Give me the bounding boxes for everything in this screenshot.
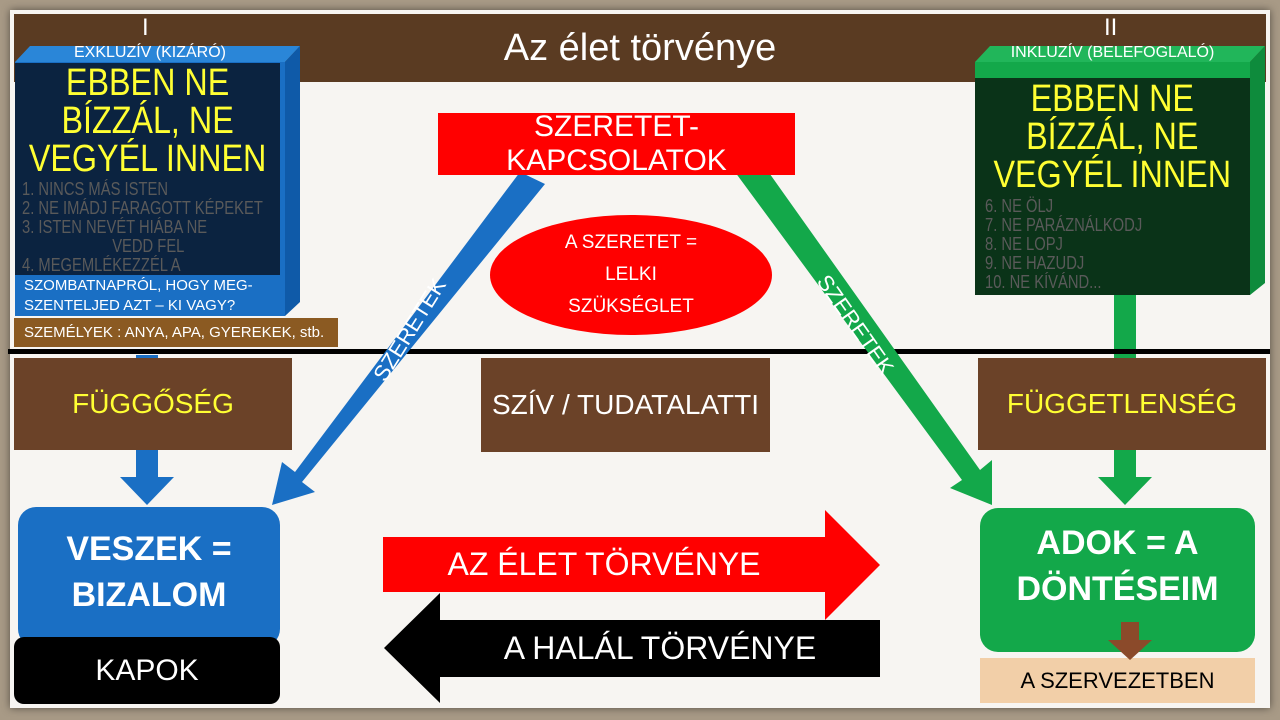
death-law-text: A HALÁL TÖRVÉNYE [503, 630, 817, 666]
commandment: 4. MEGEMLÉKEZZÉL A [22, 255, 181, 275]
page-title: Az élet törvénye [503, 26, 777, 69]
left-box-side [285, 46, 300, 316]
need-ellipse [490, 215, 772, 335]
numeral-right: II [1104, 14, 1118, 41]
commandment: 10. NE KÍVÁND... [985, 272, 1102, 292]
life-law-arrow [383, 510, 880, 620]
love-arrow-right [735, 160, 992, 505]
dependence-box: FÜGGŐSÉG [14, 358, 292, 450]
org-text: A SZERVEZETBEN [1020, 667, 1215, 693]
left-overlay-text: EBBEN NE BÍZZÁL, NE VEGYÉL INNEN [28, 62, 267, 180]
life-law-text: AZ ÉLET TÖRVÉNYE [447, 546, 761, 582]
give-text: ADOK = A DÖNTÉSEIM [1016, 524, 1219, 608]
commandment: 1. NINCS MÁS ISTEN [22, 179, 168, 199]
heart-box: SZÍV / TUDATALATTI [481, 358, 770, 452]
commandment: 9. NE HAZUDJ [985, 253, 1085, 273]
commandment: 2. NE IMÁDJ FARAGOTT KÉPEKET [22, 198, 263, 218]
commandment: 7. NE PARÁZNÁLKODJ [985, 215, 1143, 235]
need-ellipse-text: A SZERETET = LELKI SZÜKSÉGLET [564, 232, 698, 317]
love-arrow-left [272, 172, 545, 505]
footer-line: SZENTELJED AZT – KI VAGY? [24, 297, 236, 314]
independence-box: FÜGGETLENSÉG [978, 358, 1266, 450]
left-footer: SZOMBATNAPRÓL, HOGY MEG- SZENTELJED AZT … [24, 276, 253, 316]
receive-text: KAPOK [95, 653, 199, 687]
receive-box [14, 637, 280, 704]
right-box-side [1250, 46, 1265, 295]
footer-line: SZOMBATNAPRÓL, HOGY MEG- [24, 277, 253, 294]
right-header: INKLUZÍV (BELEFOGLALÓ) [1010, 44, 1215, 61]
take-box [18, 507, 280, 647]
small-down-arrow [1121, 622, 1139, 642]
numeral-left: I [142, 14, 149, 41]
death-law-arrow [384, 593, 880, 703]
left-box-overlay [15, 63, 280, 275]
left-box-top [15, 46, 300, 62]
left-header: EXKLUZÍV (KIZÁRÓ) [73, 44, 227, 61]
divider-line [8, 349, 1270, 354]
love-relations-box: SZERETET-KAPCSOLATOK [438, 110, 795, 177]
left-commandments: 1. NINCS MÁS ISTEN 2. NE IMÁDJ FARAGOTT … [22, 180, 280, 275]
org-box [980, 658, 1255, 703]
right-overlay-text: EBBEN NE BÍZZÁL, NE VEGYÉL INNEN [993, 78, 1232, 196]
give-box [980, 508, 1255, 652]
commandment: VEDD FEL [112, 236, 185, 256]
right-box-top [975, 46, 1265, 62]
commandment: 8. NE LOPJ [985, 234, 1063, 254]
commandment: 3. ISTEN NEVÉT HIÁBA NE [22, 217, 208, 237]
persons-box [14, 318, 338, 347]
right-commandments: 6. NE ÖLJ 7. NE PARÁZNÁLKODJ 8. NE LOPJ … [985, 197, 1231, 292]
persons-text: SZEMÉLYEK : ANYA, APA, GYEREKEK, stb. [24, 324, 325, 341]
right-box-front [975, 78, 1250, 295]
take-text: VESZEK = BIZALOM [66, 530, 232, 614]
commandment: 6. NE ÖLJ [985, 196, 1054, 216]
